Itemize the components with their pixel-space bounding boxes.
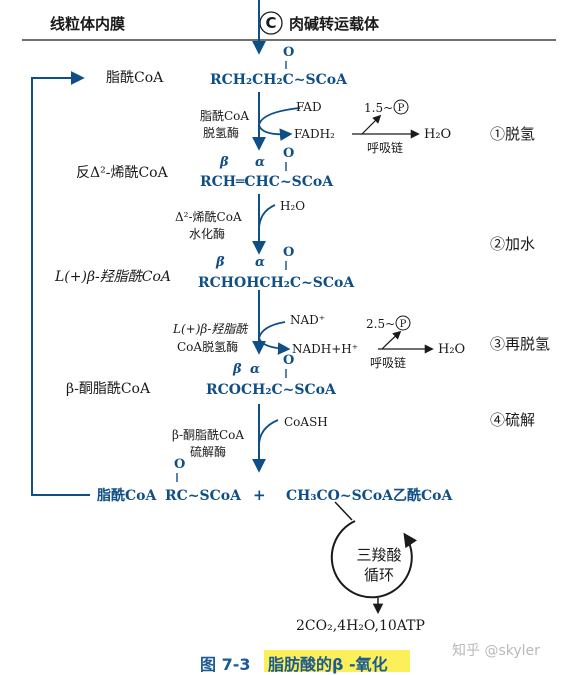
product-o: O [174,457,185,472]
step4-label: ④硫解 [490,411,535,429]
h2o-out1-label: H₂O [424,127,451,142]
step3-label: ③再脱氢 [490,335,550,353]
enoyl-o: O [283,146,294,161]
tca-products: 2CO₂,4H₂O,10ATP [296,618,425,634]
fadh2-label: FADH₂ [294,127,335,141]
carrier-label: 肉碱转运载体 [289,15,380,33]
tca-line1: 三羧酸 [356,546,401,564]
product-acyl-label: 脂酰CoA [96,487,157,504]
resp-chain1-label: 呼吸链 [367,140,403,155]
acetyl-to-tca-line [334,501,353,521]
ketoacyl-o: O [283,353,294,368]
coash-label: CoASH [284,415,328,429]
ketoacyl-beta: β [232,362,242,377]
enzyme4-line1: β-酮脂酰CoA [172,427,244,442]
membrane-label: 线粒体内膜 [50,15,125,33]
h2o-out2-label: H₂O [438,342,465,357]
product-formula: RC~SCoA [165,488,242,504]
enoyl-beta: β [219,155,229,170]
enzyme2-line2: 水化酶 [189,226,225,241]
figure-number: 图 7-3 [200,655,251,674]
hydroxyacyl-formula: RCHOHCH₂C~SCoA [198,275,355,291]
step1-label: ①脱氢 [490,125,535,143]
fad-curve-arrow [258,107,301,142]
ketoacyl-label: β-酮脂酰CoA [66,381,151,397]
fad-label: FAD [296,100,322,114]
atp1-label: 1.5~ [364,101,393,115]
enoyl-formula: RCH═CHC~SCoA [200,174,334,190]
step2-label: ②加水 [490,235,535,253]
plus-sign: + [253,486,266,504]
hydroxyacyl-beta: β [215,255,225,270]
resp-chain2-label: 呼吸链 [370,355,406,370]
acyl-coa-top-formula: RCH₂CH₂C~SCoA [210,72,348,88]
enzyme4-line2: 硫解酶 [190,444,226,459]
enzyme2-line1: Δ²-烯酰CoA [175,210,242,224]
hydroxyacyl-o: O [283,245,294,260]
enzyme3-line1: L(+)β-羟脂酰 [172,322,249,336]
nadh-label: NADH+H⁺ [292,342,358,356]
acyl-coa-top-o: O [283,45,294,60]
carrier-letter: C [265,14,276,32]
enzyme1-line2: 脱氢酶 [203,125,239,140]
tca-cycle-arrow [330,520,418,599]
phosphate1-symbol: P [398,103,405,114]
ketoacyl-formula: RCOCH₂C~SCoA [206,382,337,398]
nad-curve-arrow [258,321,291,355]
caption-highlight [264,650,410,672]
acetyl-coa-formula: CH₃CO~SCoA乙酰CoA [286,487,454,504]
atp2-branch-arrow [381,330,402,350]
enzyme1-line1: 脂酰CoA [200,108,249,123]
tca-line2: 循环 [364,566,394,584]
enoyl-alpha: α [255,155,265,170]
water-curve-arrow [258,204,276,231]
recycle-loop-arrow [31,71,90,496]
h2o-in-label: H₂O [280,199,305,213]
figure-caption: 脂肪酸的β -氧化 [268,655,388,674]
nad-label: NAD⁺ [290,313,325,327]
watermark: 知乎 @skyler [452,643,540,659]
atp1-branch-arrow [361,114,382,135]
ketoacyl-alpha: α [250,362,260,377]
coash-curve-arrow [258,419,279,447]
hydroxyacyl-alpha: α [255,255,265,270]
phosphate2-circle [395,315,411,331]
phosphate2-symbol: P [400,319,407,330]
phosphate1-circle [393,99,409,115]
enzyme3-line2: CoA脱氢酶 [177,339,238,354]
hydroxyacyl-label: L(+)β-羟脂酰CoA [54,269,171,285]
atp2-label: 2.5~ [366,317,395,331]
acyl-coa-top-label: 脂酰CoA [106,70,164,86]
enoyl-label: 反Δ²-烯酰CoA [76,165,169,181]
